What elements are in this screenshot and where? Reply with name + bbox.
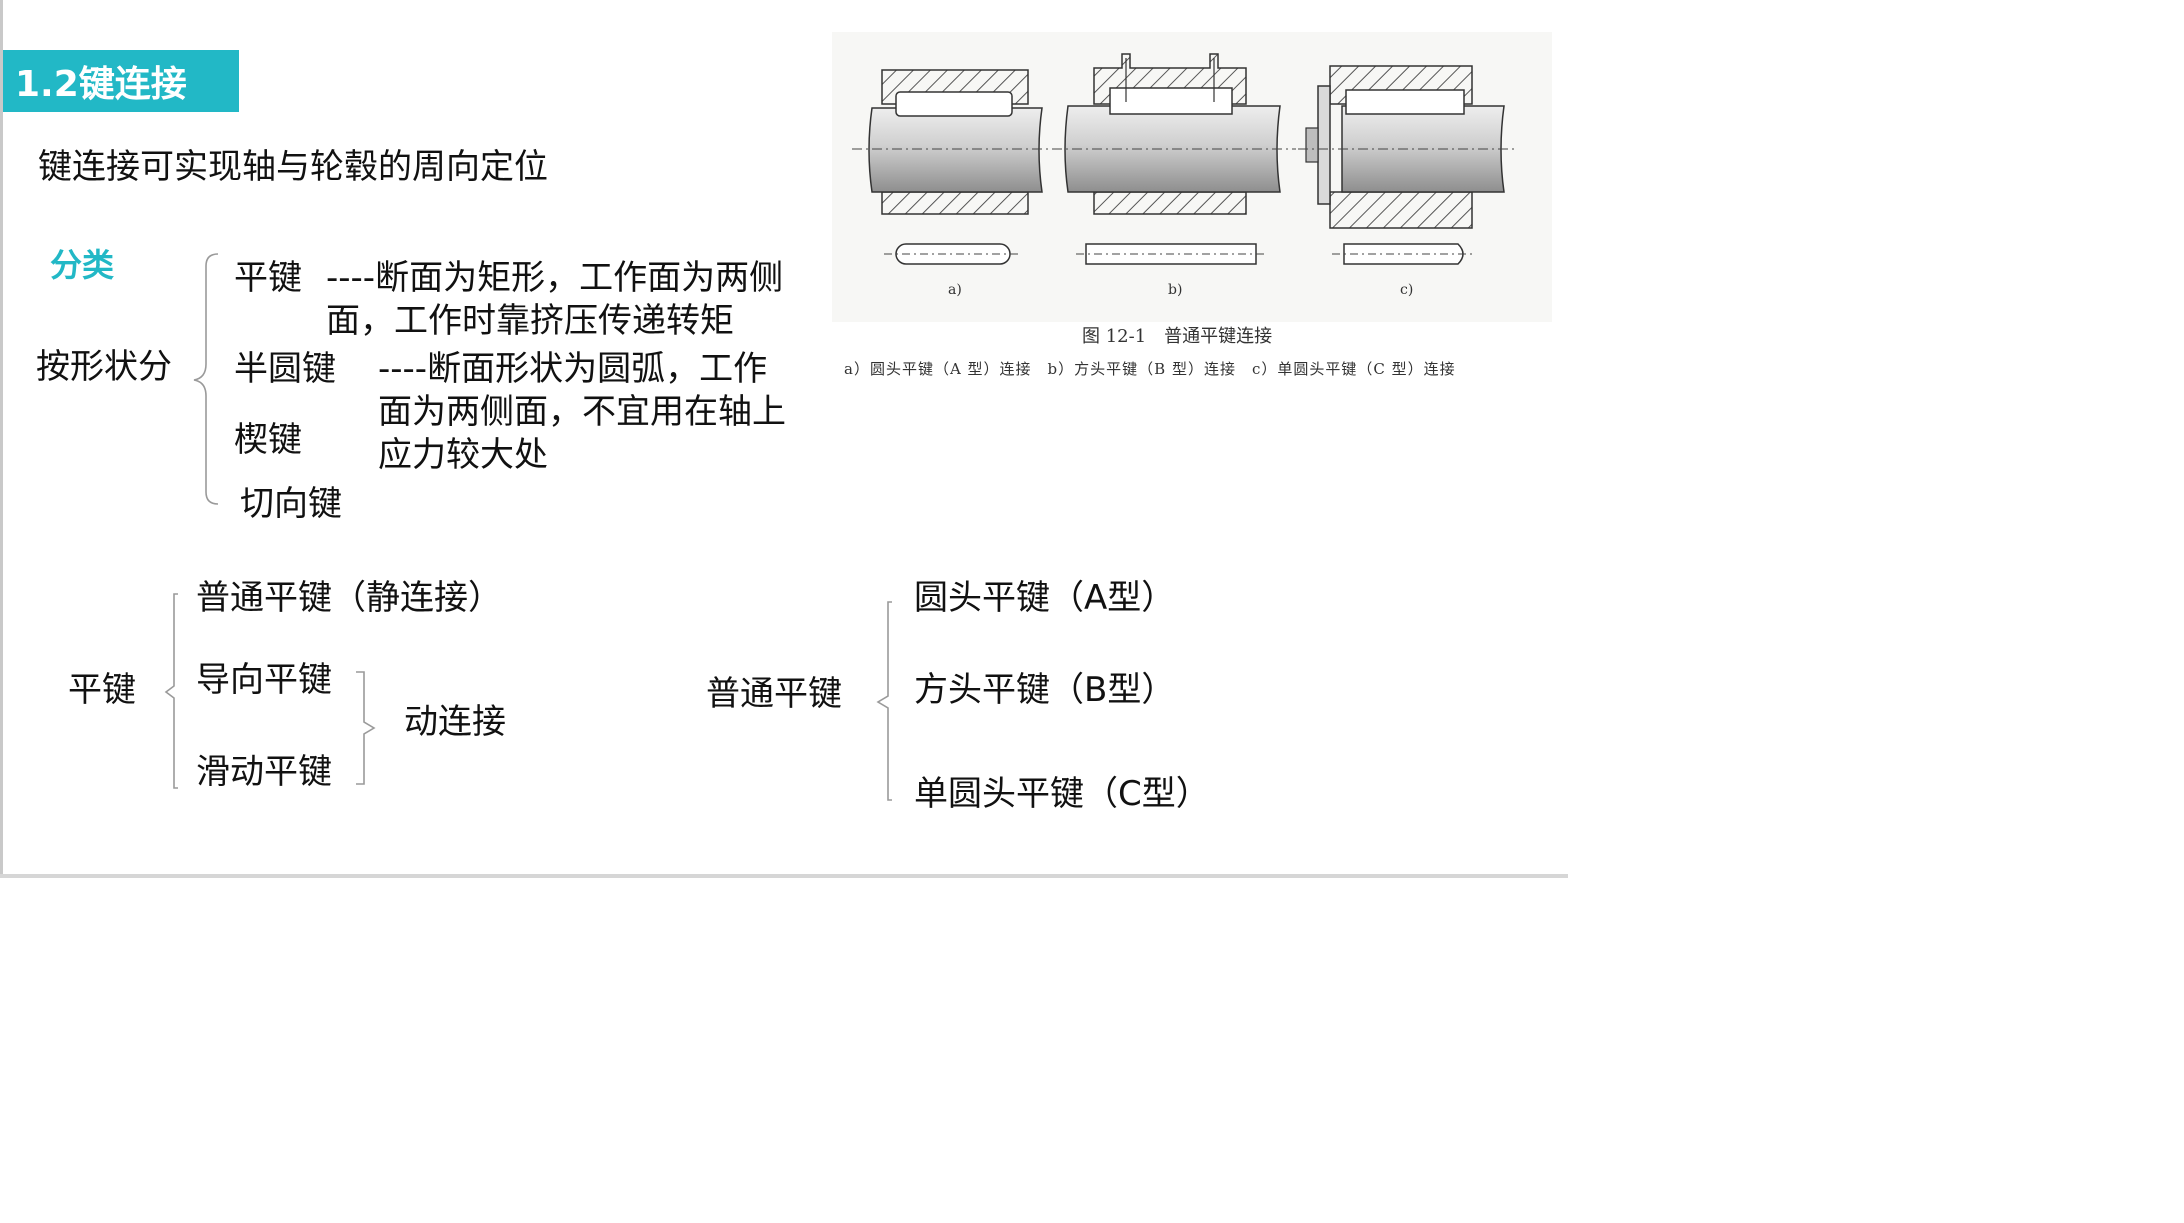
slide: 1.2键连接 键连接可实现轴与轮毂的周向定位 分类 按形状分 平键 ----断面… — [0, 0, 1568, 878]
ordinary-key-type-b: 方头平键（B型） — [914, 670, 1176, 710]
slide-bottom-border — [0, 874, 1568, 878]
classification-label: 分类 — [50, 246, 115, 284]
flat-key-drawings — [832, 32, 1552, 322]
flat-key-figure: a) b) c) 图 12-1 普通平键连接 a）圆头平键（A 型）连接 b）方… — [832, 32, 1552, 392]
section-title-bar: 1.2键连接 — [3, 50, 239, 112]
flat-key-desc-line1: ----断面为矩形，工作面为两侧 — [326, 258, 784, 298]
ordinary-key-type-c: 单圆头平键（C型） — [914, 774, 1210, 814]
type-tangential-key: 切向键 — [240, 484, 342, 524]
flat-key-child-sliding: 滑动平键 — [196, 752, 332, 792]
ordinary-key-type-a: 圆头平键（A型） — [914, 578, 1176, 618]
ordinary-key-tree-brace — [876, 601, 892, 801]
figure-label-c: c) — [1400, 282, 1414, 298]
flat-key-tree-brace — [164, 593, 178, 789]
figure-label-b: b) — [1168, 282, 1183, 298]
woodruff-key-desc-line3: 应力较大处 — [378, 435, 548, 475]
intro-text: 键连接可实现轴与轮毂的周向定位 — [38, 147, 548, 187]
woodruff-key-desc-line2: 面为两侧面，不宜用在轴上 — [378, 392, 786, 432]
drawing-c — [1298, 65, 1518, 265]
dynamic-connection-brace — [356, 671, 376, 785]
figure-label-a: a) — [948, 282, 962, 298]
drawing-a — [852, 69, 1062, 265]
dynamic-connection-label: 动连接 — [404, 702, 506, 742]
type-woodruff-key: 半圆键 — [234, 349, 336, 389]
classification-brace — [193, 253, 219, 505]
ordinary-key-tree-root: 普通平键 — [706, 674, 842, 714]
woodruff-key-desc-line1: ----断面形状为圆弧，工作 — [378, 349, 768, 389]
flat-key-child-ordinary: 普通平键（静连接） — [196, 578, 502, 618]
flat-key-child-guide: 导向平键 — [196, 660, 332, 700]
flat-key-tree-root: 平键 — [68, 670, 136, 710]
slide-left-border — [0, 0, 3, 878]
figure-caption-title: 图 12-1 普通平键连接 — [1082, 326, 1273, 347]
drawing-b — [1052, 53, 1296, 265]
type-flat-key: 平键 — [234, 258, 302, 298]
flat-key-desc-line2: 面，工作时靠挤压传递转矩 — [326, 301, 734, 341]
section-title: 1.2键连接 — [15, 64, 187, 105]
classification-group: 按形状分 — [36, 347, 172, 387]
figure-caption-subtitle: a）圆头平键（A 型）连接 b）方头平键（B 型）连接 c）单圆头平键（C 型）… — [844, 360, 1456, 378]
type-taper-key: 楔键 — [234, 420, 302, 460]
